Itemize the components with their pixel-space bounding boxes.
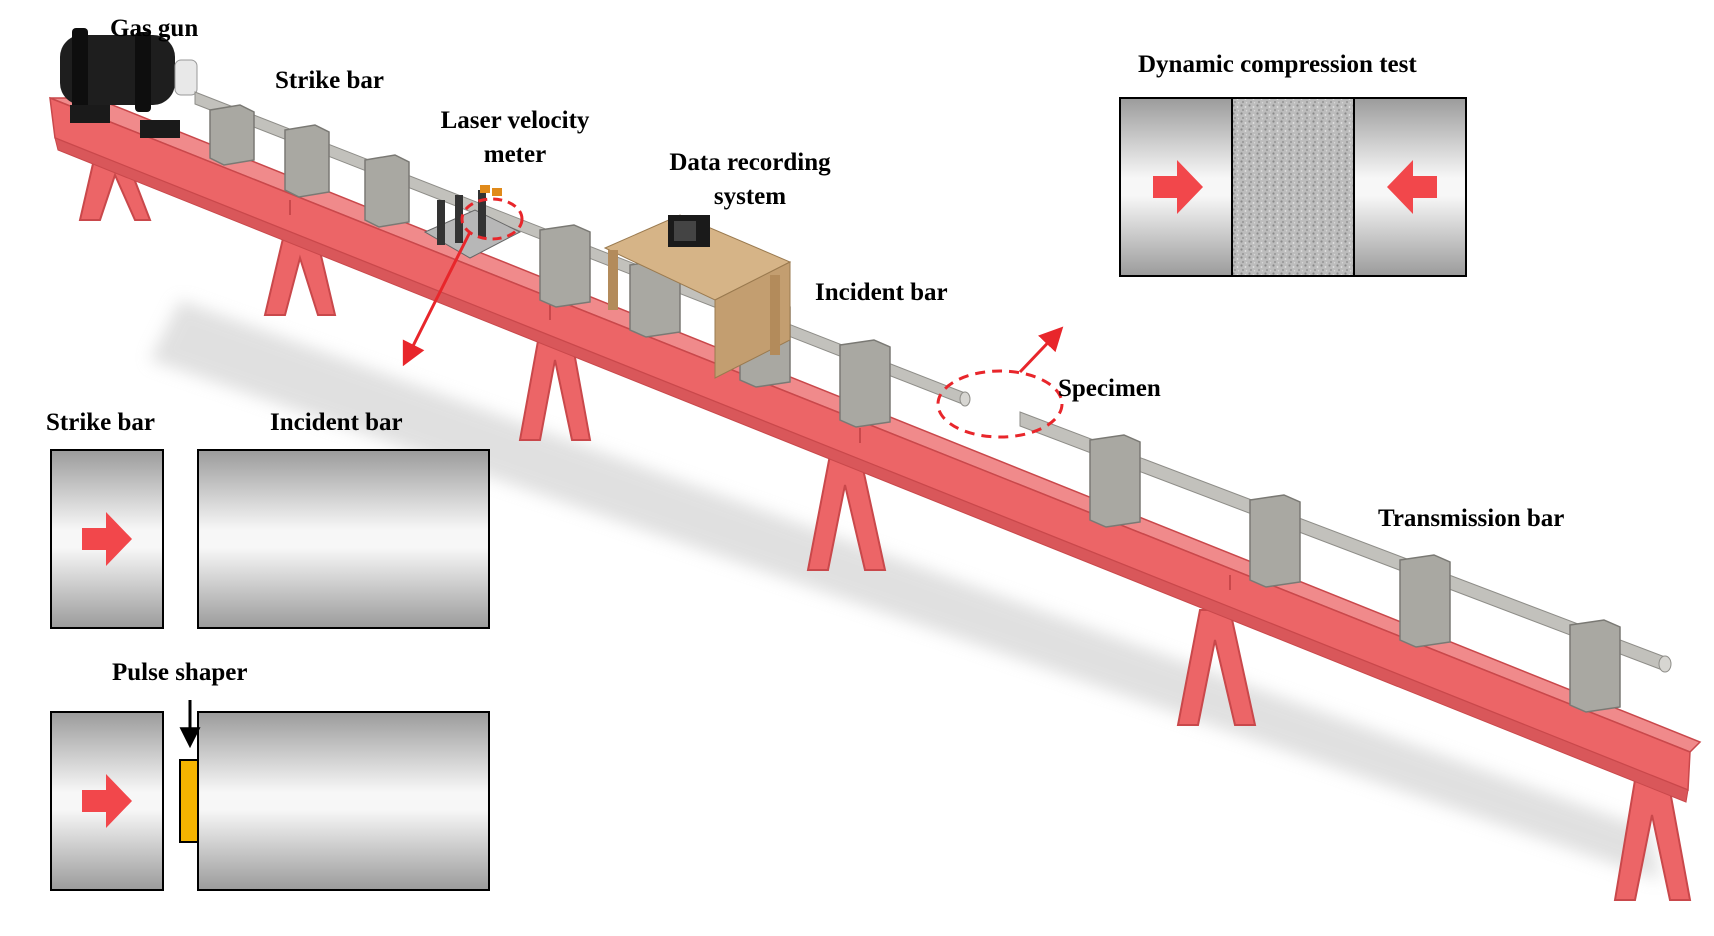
label-inset-strike-bar: Strike bar bbox=[46, 409, 156, 436]
label-strike-bar: Strike bar bbox=[275, 67, 385, 94]
gas-gun bbox=[60, 28, 198, 138]
compression-left-arrow-icon bbox=[1387, 160, 1437, 214]
label-incident-bar: Incident bar bbox=[815, 279, 948, 306]
pulse-shaper-disc bbox=[179, 759, 199, 843]
inset-pulse-shaper bbox=[50, 700, 490, 891]
laser-meter-callout-arrow bbox=[402, 231, 472, 367]
label-gas-gun: Gas gun bbox=[110, 15, 199, 42]
incident-bar-end bbox=[959, 391, 971, 407]
label-inset-incident-bar: Incident bar bbox=[270, 409, 403, 436]
laser-velocity-meter bbox=[423, 185, 522, 259]
inset-dynamic-compression bbox=[1119, 97, 1467, 277]
laser-meter-highlight bbox=[460, 197, 524, 241]
inset-right-arrow-icon bbox=[82, 512, 132, 566]
specimen-callout-arrow bbox=[1018, 326, 1064, 374]
compression-right-arrow-icon bbox=[1153, 160, 1203, 214]
data-recording-table bbox=[603, 214, 792, 379]
inset2-right-arrow-icon bbox=[82, 774, 132, 828]
label-transmission-bar: Transmission bar bbox=[1378, 505, 1565, 532]
inset2-incident-bar bbox=[197, 711, 490, 891]
label-specimen: Specimen bbox=[1058, 375, 1161, 402]
label-laser-velocity-meter: Laser velocity meter bbox=[440, 107, 590, 168]
inset-incident-bar bbox=[197, 449, 490, 629]
label-dynamic-compression-test: Dynamic compression test bbox=[1138, 51, 1417, 78]
compression-right-bar bbox=[1353, 97, 1467, 277]
compression-specimen bbox=[1231, 97, 1355, 277]
bar-supports bbox=[209, 104, 1621, 713]
label-data-recording-system: Data recording system bbox=[669, 149, 831, 210]
inset-strike-impact bbox=[50, 449, 490, 629]
ground-shadow bbox=[150, 300, 1660, 880]
label-pulse-shaper: Pulse shaper bbox=[112, 659, 248, 686]
i-beam-frame bbox=[49, 96, 1702, 803]
transmission-bar-end bbox=[1658, 655, 1672, 673]
support-legs bbox=[78, 154, 1692, 901]
specimen-highlight bbox=[936, 369, 1064, 439]
